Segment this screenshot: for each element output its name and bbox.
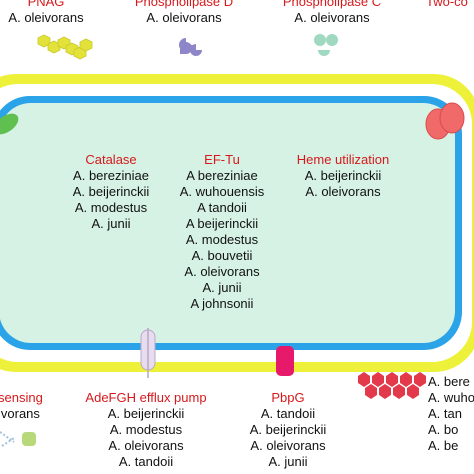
label-phospholipase-d: Phospholipase D A. oleivorans [124,0,244,26]
species-item: A beijerinckii [185,216,259,231]
two-component-protein [425,102,465,140]
species-item: A. junii [202,280,242,295]
species-item: ivorans [0,406,40,421]
species-item: A. beijerinckii [107,406,185,421]
label-heading: Two-co [426,0,468,9]
species-item: A. oleivorans [108,438,184,453]
species-item: A. oleivorans [184,264,260,279]
species-item: A. tandoii [260,406,316,421]
label-heading: sensing [0,390,43,405]
species-item: A. wuho [428,390,474,405]
species-item: A. bere [428,374,470,389]
species-item: A. tan [428,406,462,421]
label-heading: PNAG [27,0,65,9]
species-item: A. be [428,438,459,453]
species-item: A. beijerinckii [72,184,150,199]
left-membrane-protein [0,113,19,135]
species-item: A bereziniae [186,168,258,183]
species-item: A. oleivorans [305,184,381,199]
label-phospholipase-c: Phospholipase C A. oleivorans [270,0,394,26]
species-item: A. bereziniae [73,168,149,183]
label-heading: Phospholipase C [282,0,382,9]
pnag-beads [37,34,93,60]
species-item: A. bo [428,422,459,437]
label-heading: PbpG [271,390,305,405]
species-item: A. wuhouensis [179,184,265,199]
label-two-component: Two-co [426,0,468,10]
phospholipase-d-shape [179,38,202,56]
label-sensing: sensing ivorans [0,390,43,422]
phospholipase-c-shape [314,34,338,56]
group-heme-utilization: Heme utilization A. beijerinckii A. olei… [284,152,402,200]
group-ef-tu: EF-Tu A bereziniae A. wuhouensis A tando… [172,152,272,312]
sensing-icons [0,431,36,447]
species-item: A johnsonii [190,296,254,311]
species-item: A. beijerinckii [304,168,382,183]
adefgh-pump-shape [140,328,156,378]
group-heading: EF-Tu [204,152,240,167]
label-right-cut-off: A. bere A. wuho A. tan A. bo A. be [428,374,474,454]
species-item: A. oleivorans [146,10,222,25]
species-item: A. oleivorans [8,10,84,25]
species-item: A. oleivorans [294,10,370,25]
species-item: A. modestus [74,200,148,215]
label-pnag: PNAG A. oleivorans [4,0,88,26]
group-catalase: Catalase A. bereziniae A. beijerinckii A… [56,152,166,232]
label-heading: AdeFGH efflux pump [85,390,207,405]
label-pbpg: PbpG A. tandoii A. beijerinckii A. oleiv… [238,390,338,470]
label-adefgh-efflux-pump: AdeFGH efflux pump A. beijerinckii A. mo… [74,390,218,470]
cytoplasm [0,103,455,343]
species-item: A. beijerinckii [249,422,327,437]
species-item: A. bouvetii [191,248,253,263]
label-heading: Phospholipase D [134,0,234,9]
species-item: A. tandoii [118,454,174,469]
species-item: A. modestus [109,422,183,437]
species-item: A tandoii [197,200,247,215]
group-heading: Catalase [85,152,137,167]
species-item: A. modestus [185,232,259,247]
species-item: A. oleivorans [250,438,326,453]
species-item: A. junii [91,216,131,231]
red-protein-cluster [358,372,426,399]
group-heading: Heme utilization [296,152,390,167]
species-item: A. junii [268,454,308,469]
pbpg-shape [276,346,294,376]
